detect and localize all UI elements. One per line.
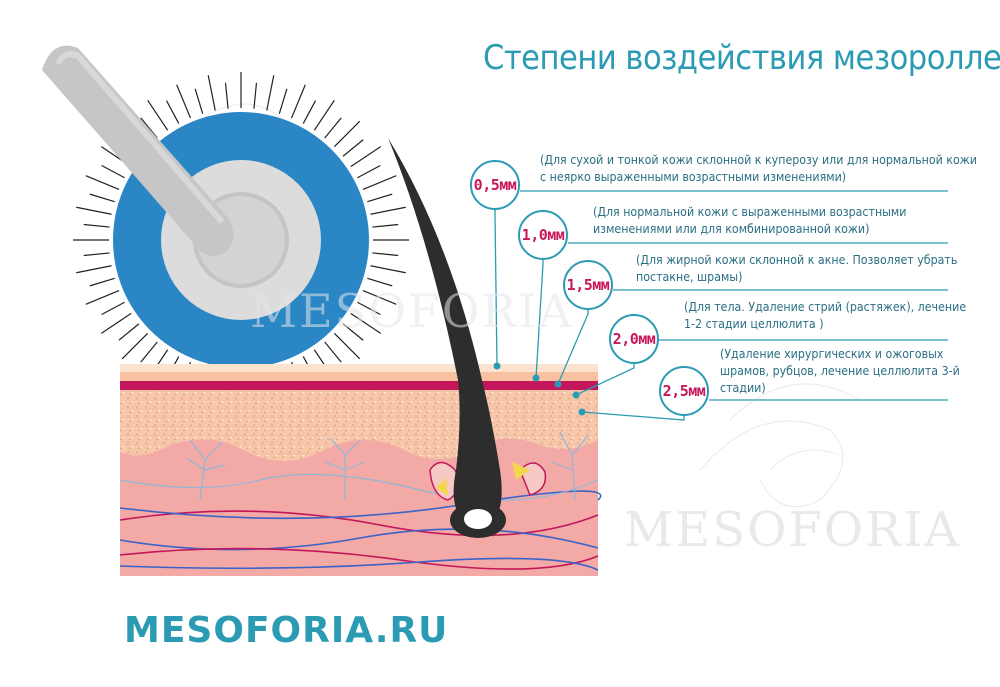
- needle-size-badge: 2,0мм: [609, 314, 659, 364]
- website-link[interactable]: MESOFORIA.RU: [124, 610, 449, 651]
- needle-ray: [176, 84, 192, 119]
- needle-ray: [333, 332, 361, 360]
- needle-description-line: с неярко выраженными возрастными изменен…: [540, 170, 847, 184]
- needle-ray: [83, 223, 110, 228]
- needle-description: (Для тела. Удаление стрий (растяжек), ле…: [684, 299, 966, 333]
- needle-description-line: изменениями или для комбинированной кожи…: [593, 222, 870, 236]
- depth-connector: [494, 210, 498, 367]
- needle-description-line: шрамов, рубцов, лечение целлюлита 3-й: [720, 364, 960, 378]
- depth-connector: [575, 364, 635, 396]
- needle-ray: [194, 88, 204, 114]
- needle-description-line: (Для тела. Удаление стрий (растяжек), ле…: [684, 300, 967, 314]
- needle-ray: [324, 341, 342, 363]
- needle-description: (Для жирной кожи склонной к акне. Позвол…: [636, 252, 957, 286]
- needle-ray: [350, 312, 382, 334]
- depth-marker: [493, 362, 501, 370]
- depth-marker: [532, 374, 540, 382]
- needle-description: (Для нормальной кожи с выраженными возра…: [593, 204, 906, 238]
- needle-ray: [207, 75, 216, 111]
- needle-description-line: 1-2 стадии целлюлита ): [684, 317, 824, 331]
- needle-ray: [370, 265, 406, 274]
- needle-ray: [342, 139, 364, 157]
- needle-ray: [333, 120, 361, 148]
- watermark-text: MESOFORIA: [250, 284, 574, 338]
- needle-size-badge: 0,5мм: [470, 160, 520, 210]
- needle-size-badge: 1,0мм: [518, 210, 568, 260]
- needle-ray: [362, 175, 397, 191]
- needle-description: (Для сухой и тонкой кожи склонной к купе…: [540, 152, 977, 186]
- needle-ray: [253, 82, 258, 109]
- needle-ray: [76, 206, 112, 215]
- needle-ray: [324, 117, 342, 139]
- depth-marker: [554, 380, 562, 388]
- needle-ray: [370, 206, 406, 215]
- needle-description-line: (Для нормальной кожи с выраженными возра…: [593, 205, 907, 219]
- needle-ray: [302, 100, 317, 124]
- needle-ray: [266, 75, 275, 111]
- depth-connector: [557, 310, 589, 385]
- needle-ray: [224, 82, 229, 109]
- needle-ray: [372, 252, 399, 257]
- depth-markers: [493, 362, 586, 416]
- needle-ray: [100, 312, 132, 334]
- needle-ray: [367, 277, 393, 287]
- needle-ray: [85, 175, 120, 191]
- needle-ray: [140, 117, 158, 139]
- needle-description-line: (Удаление хирургических и ожоговых: [720, 347, 944, 361]
- needle-ray: [101, 301, 125, 316]
- needle-ray: [350, 146, 382, 168]
- needle-ray: [165, 100, 180, 124]
- needle-ray: [372, 223, 399, 228]
- needle-description-line: (Для сухой и тонкой кожи склонной к купе…: [540, 153, 977, 167]
- skin-block: [119, 364, 602, 576]
- needle-ray: [140, 341, 158, 363]
- needle-ray: [118, 323, 140, 341]
- needle-ray: [85, 289, 120, 305]
- depth-marker: [572, 391, 580, 399]
- needle-size-badge: 2,5мм: [659, 366, 709, 416]
- needle-ray: [83, 252, 110, 257]
- needle-ray: [357, 301, 381, 316]
- needle-description-line: (Для жирной кожи склонной к акне. Позвол…: [636, 253, 958, 267]
- depth-connector: [535, 260, 544, 379]
- needle-ray: [290, 84, 306, 119]
- needle-size-badge: 1,5мм: [563, 260, 613, 310]
- needle-description-line: стадии): [720, 381, 766, 395]
- needle-description: (Удаление хирургических и ожоговых шрамов…: [720, 346, 960, 397]
- depth-connector: [581, 411, 685, 421]
- page-title: Степени воздействия мезороллера: [483, 38, 1000, 78]
- needle-ray: [89, 193, 115, 203]
- needle-ray: [362, 289, 397, 305]
- watermark-text: MESOFORIA: [624, 502, 961, 558]
- needle-ray: [147, 99, 169, 131]
- needle-ray: [121, 332, 149, 360]
- needle-ray: [76, 265, 112, 274]
- needle-ray: [89, 277, 115, 287]
- needle-description-line: постакне, шрамы): [636, 270, 743, 284]
- depth-marker: [578, 408, 586, 416]
- needle-ray: [278, 88, 288, 114]
- needle-ray: [101, 164, 125, 179]
- needle-ray: [342, 323, 364, 341]
- hair-follicle: [388, 138, 506, 538]
- needle-ray: [313, 99, 335, 131]
- needle-ray: [357, 164, 381, 179]
- label-connectors: [494, 190, 948, 421]
- roller-handle: [42, 45, 234, 256]
- needle-ray: [367, 193, 393, 203]
